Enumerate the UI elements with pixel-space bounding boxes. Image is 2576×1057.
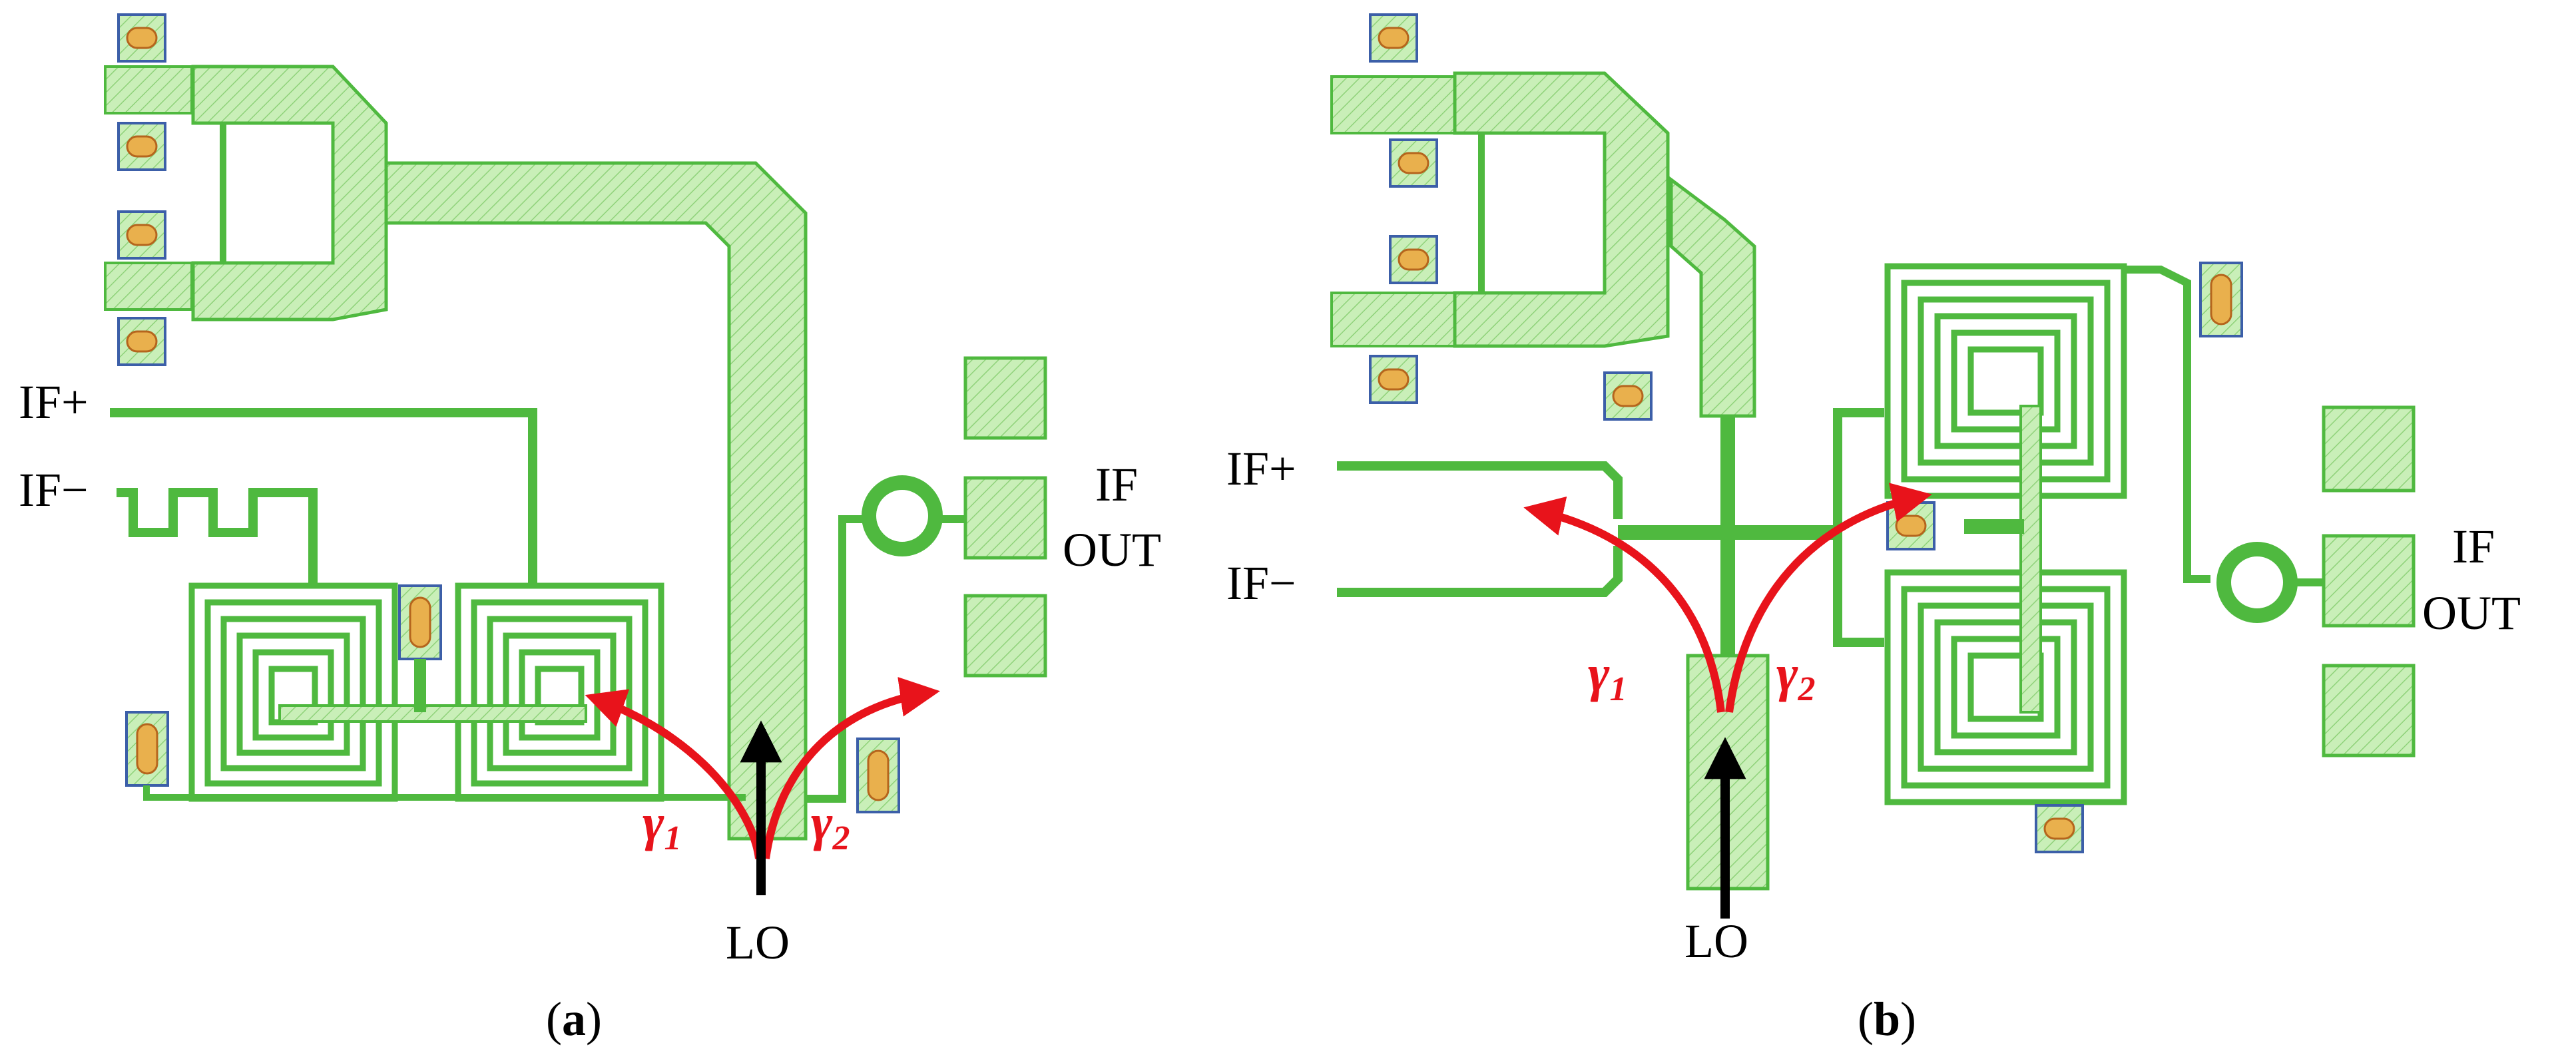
pad-icon <box>117 122 166 171</box>
pad-icon <box>1886 501 1935 550</box>
ring-balun <box>2216 542 2298 623</box>
caption-b: (b) <box>1858 992 1916 1046</box>
if-plus-line <box>110 408 537 586</box>
if-minus-label: IF− <box>1226 556 1296 610</box>
gamma1-label: γ1 <box>1588 644 1627 708</box>
balun-trace <box>191 65 388 321</box>
if-minus-label: IF− <box>19 463 89 517</box>
lo-feed-trace <box>1669 176 1756 418</box>
pad-icon <box>856 738 900 813</box>
inductor-top <box>1884 263 2127 499</box>
if-plus-label: IF+ <box>1226 442 1296 495</box>
if-out-pad <box>963 594 1047 678</box>
pad-icon <box>1369 355 1418 404</box>
pad-icon <box>125 711 169 787</box>
pad-icon <box>1603 371 1653 421</box>
if-out-pad <box>2322 405 2416 493</box>
if-minus-line <box>1337 546 1623 597</box>
inductor-left <box>188 582 398 802</box>
inductor-bottom <box>1884 569 2127 805</box>
ring-balun <box>862 475 943 556</box>
pad-icon <box>1389 235 1438 284</box>
gamma1-label: γ1 <box>643 793 681 857</box>
lo-label: LO <box>1684 915 1748 968</box>
caption-a: (a) <box>546 992 602 1046</box>
pad-icon <box>117 13 166 63</box>
if-out-pad <box>963 476 1047 560</box>
pad-icon <box>398 584 442 660</box>
if-out-label-line1: IF <box>1095 458 1138 511</box>
if-out-pad <box>2322 534 2416 628</box>
if-out-label-line1: IF <box>2452 520 2495 573</box>
if-plus-label: IF+ <box>19 375 89 429</box>
pad-icon <box>1369 13 1418 63</box>
pad-icon <box>117 210 166 260</box>
if-out-label-line2: OUT <box>1063 523 1161 576</box>
pad-icon <box>1389 138 1438 188</box>
if-out-pad <box>2322 664 2416 757</box>
gamma1-arrow <box>585 689 763 859</box>
inductor-right <box>455 582 664 802</box>
gamma2-arrow <box>1725 483 1932 713</box>
if-out-label-line2: OUT <box>2422 586 2521 640</box>
pad-icon <box>2199 262 2243 337</box>
gamma2-arrow <box>762 677 940 859</box>
gamma2-label: γ2 <box>811 793 850 857</box>
balun-trace <box>1453 71 1670 348</box>
if-out-pad <box>963 356 1047 440</box>
gamma1-arrow <box>1523 496 1725 713</box>
pad-icon <box>2035 804 2084 853</box>
panel-a-layout: IF+ IF− IF OUT LO γ1 γ2 (a) <box>19 13 1161 1046</box>
pad-icon <box>117 317 166 366</box>
if-plus-line <box>1337 461 1623 519</box>
lo-label: LO <box>726 916 790 969</box>
panel-b-layout: IF+ IF− IF OUT LO γ1 γ2 (b) <box>1226 13 2521 1046</box>
if-minus-line <box>117 488 318 586</box>
gamma2-label: γ2 <box>1776 644 1815 708</box>
